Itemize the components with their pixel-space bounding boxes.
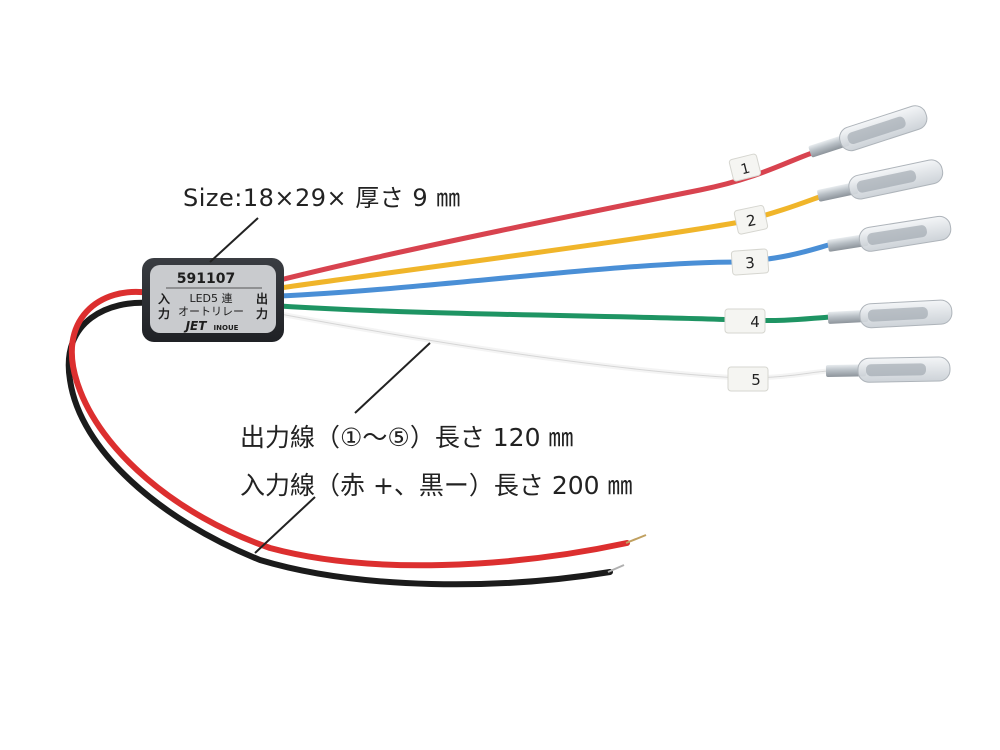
connectors [808, 105, 953, 383]
input-side-label: 入力 [158, 292, 170, 321]
input-callout-line [254, 496, 316, 554]
brand-logo-suffix: INOUE [214, 324, 239, 332]
brand-logo: JET [184, 319, 208, 333]
wire-tag-1: 1 [728, 153, 762, 182]
output-wire-1 [277, 149, 818, 283]
output-side-label: 出力 [256, 291, 268, 321]
svg-text:2: 2 [745, 211, 758, 231]
output-wire-4 [277, 303, 835, 324]
size-callout-line [209, 217, 259, 263]
module-line1: LED5 連 [189, 291, 232, 305]
wire-tag-2: 2 [733, 204, 769, 235]
wire-tag-5: 5 [727, 366, 769, 392]
wire-tags: 1 2 3 4 5 [724, 153, 770, 392]
connector-5 [825, 356, 951, 383]
connector-3 [827, 215, 952, 252]
part-number: 591107 [177, 271, 235, 287]
relay-module: 591107 入力 出力 LED5 連 オートリレー JET INOUE [142, 258, 284, 342]
input-wire-annotation: 入力線（赤 +、黒ー）長さ 200 ㎜ [240, 471, 633, 500]
connector-2 [817, 159, 944, 202]
output-wires [277, 149, 835, 381]
size-annotation: Size:18×29× 厚さ 9 ㎜ [183, 184, 461, 212]
svg-text:4: 4 [750, 313, 760, 331]
callout-lines [209, 217, 431, 554]
output-wire-3 [277, 241, 835, 299]
connector-4 [827, 299, 953, 329]
module-line2: オートリレー [178, 305, 244, 318]
wire-tag-4: 4 [724, 308, 766, 334]
module-label-plate [150, 265, 276, 333]
input-wire-black [65, 299, 613, 588]
output-wire-2 [277, 193, 825, 291]
input-wire-red [68, 288, 630, 569]
input-wires [65, 288, 647, 588]
output-wire-annotation: 出力線（①～⑤）長さ 120 ㎜ [240, 423, 574, 452]
svg-text:5: 5 [751, 371, 761, 389]
svg-text:3: 3 [745, 254, 756, 273]
svg-text:1: 1 [739, 161, 752, 179]
output-callout-line [354, 342, 431, 414]
wire-tag-3: 3 [730, 248, 770, 276]
connector-1 [808, 105, 928, 158]
